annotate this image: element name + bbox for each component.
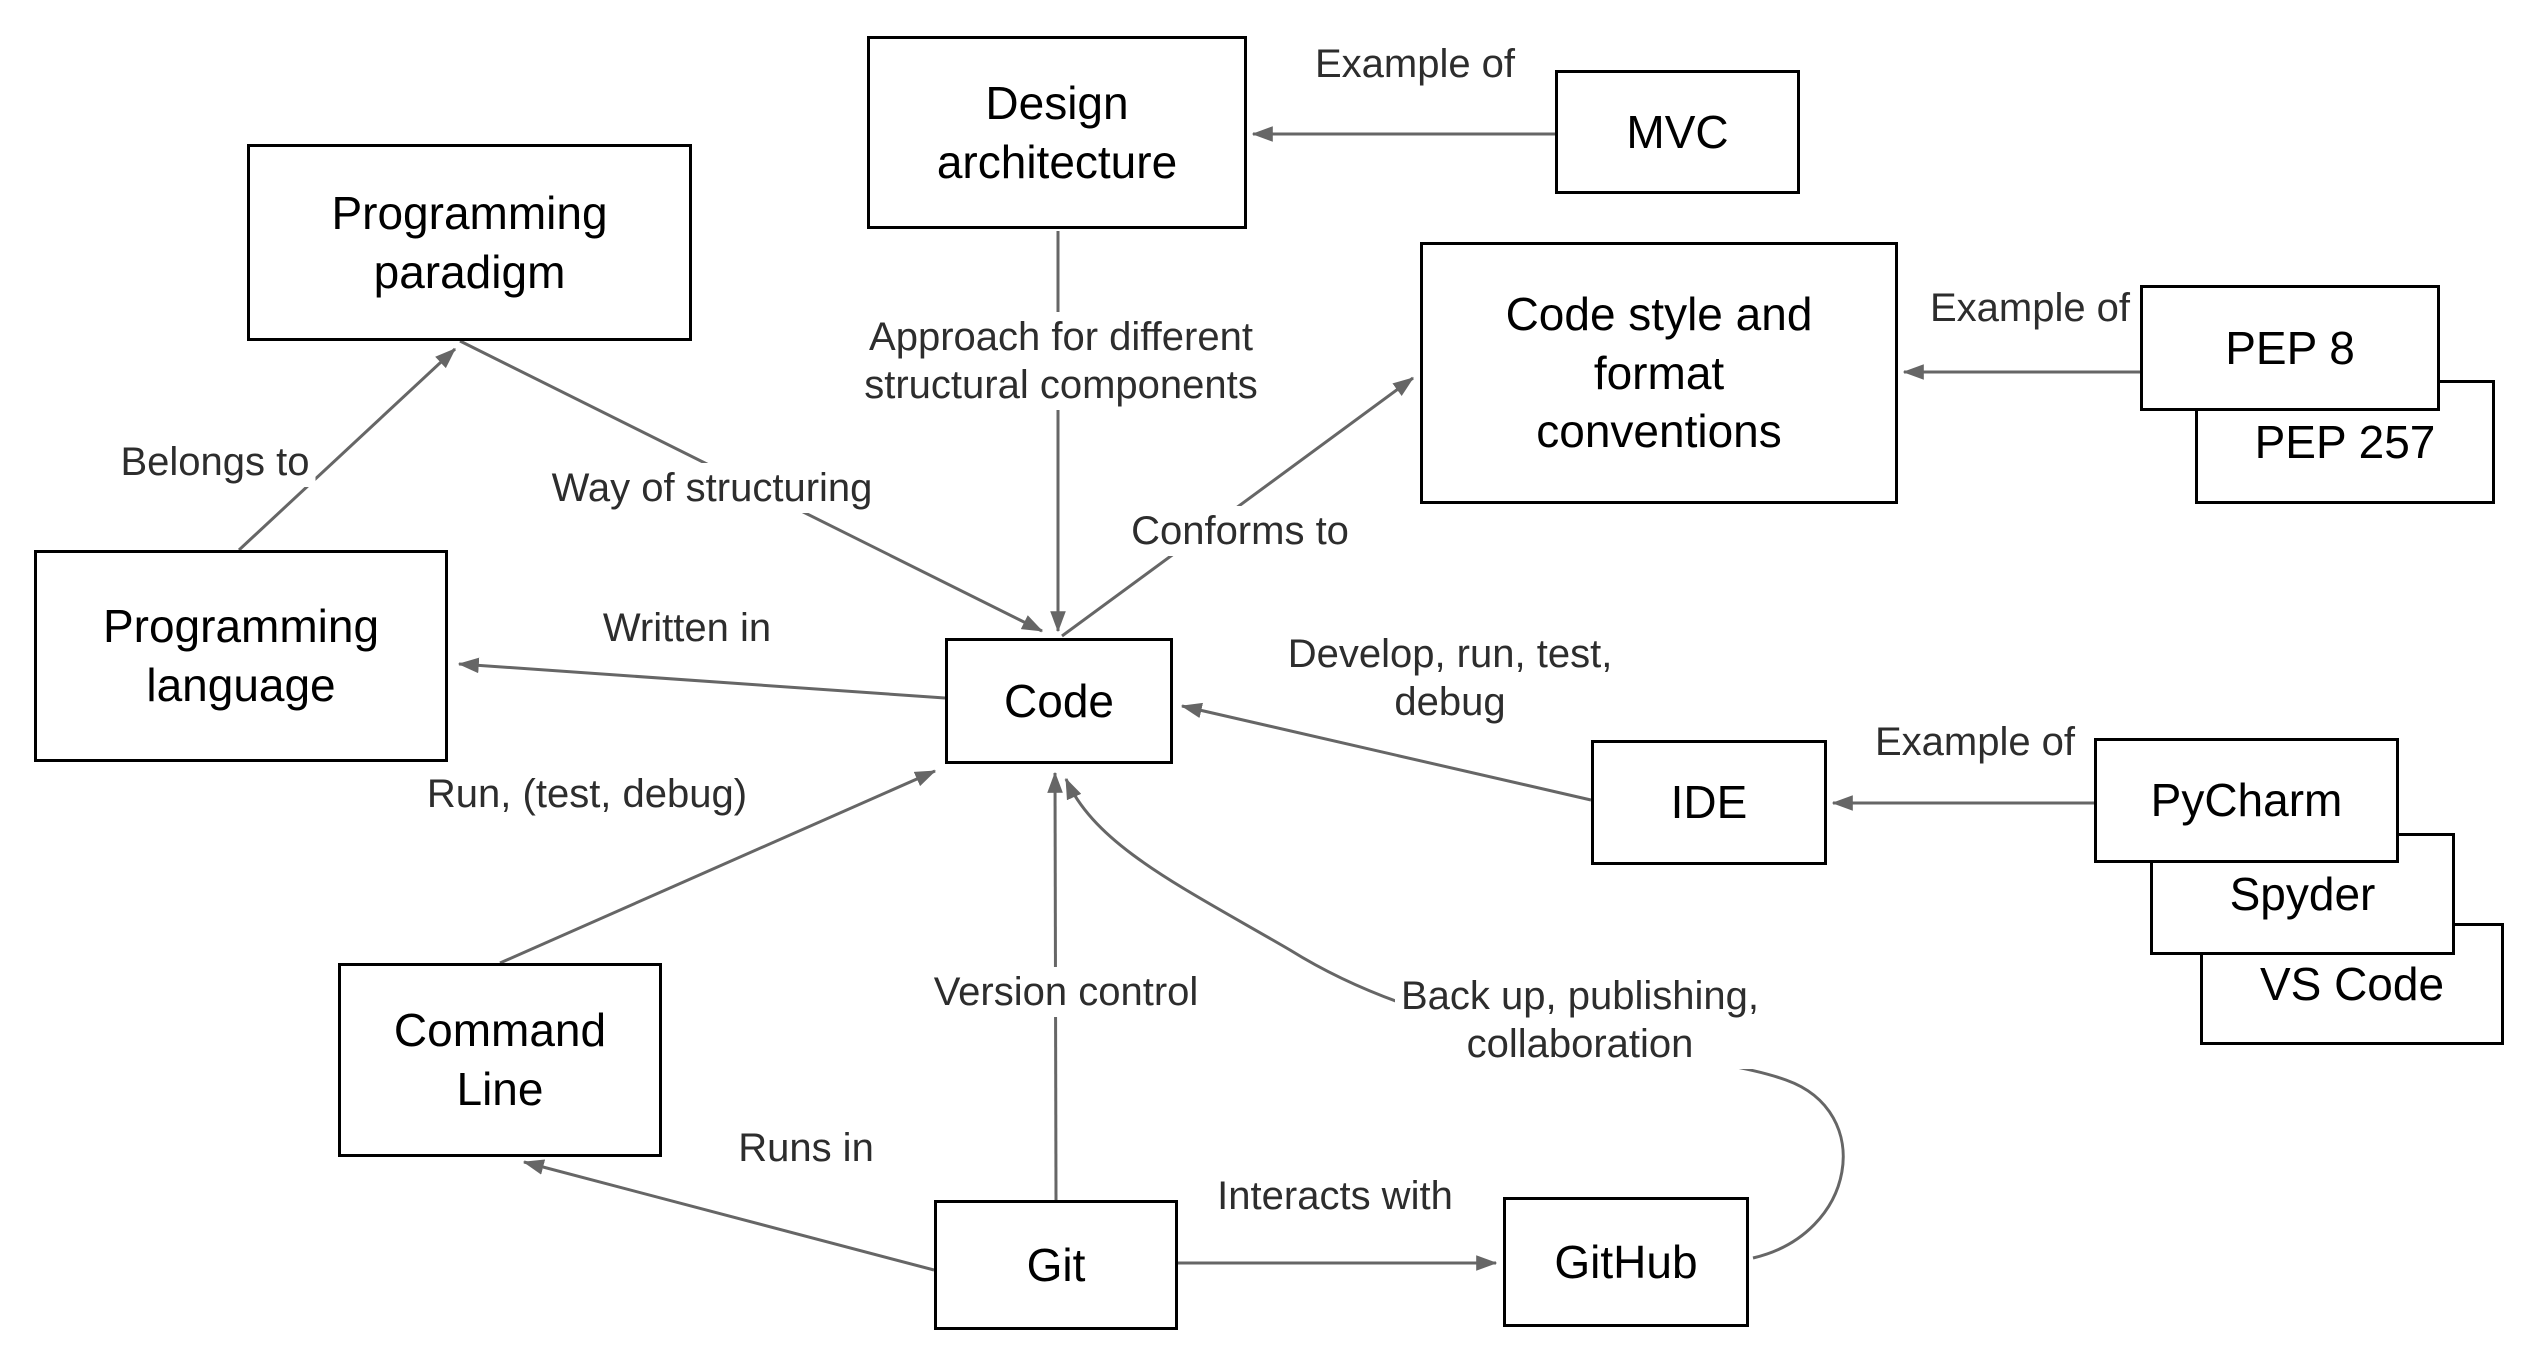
- edge-label-back-up-publishing-collaboration: Back up, publishing, collaboration: [1394, 971, 1766, 1069]
- node-programming-language[interactable]: Programming language: [34, 550, 448, 762]
- edge-label-way-of-structuring: Way of structuring: [545, 463, 879, 513]
- edge-label-approach-structural-components: Approach for different structural compon…: [858, 312, 1264, 410]
- edge-git-to-commandline: [522, 1159, 935, 1272]
- node-code-label: Code: [1004, 674, 1114, 727]
- edge-label-interacts-with: Interacts with: [1211, 1171, 1459, 1221]
- node-ide[interactable]: IDE: [1591, 740, 1827, 865]
- node-programming-language-label: Programming language: [102, 600, 380, 711]
- edge-label-belongs-to: Belongs to: [114, 437, 316, 487]
- edge-label-example-of-mvc: Example of: [1308, 39, 1522, 89]
- node-code-style-conventions[interactable]: Code style and format conventions: [1420, 242, 1898, 504]
- node-pep-8-label: PEP 8: [2225, 321, 2355, 374]
- edge-label-written-in: Written in: [596, 603, 778, 653]
- edge-label-conforms-to: Conforms to: [1125, 506, 1355, 556]
- node-command-line-label: Command Line: [393, 1004, 607, 1115]
- node-code[interactable]: Code: [945, 638, 1173, 764]
- node-git-label: Git: [1026, 1238, 1086, 1291]
- node-pycharm[interactable]: PyCharm: [2094, 738, 2399, 863]
- node-code-style-conventions-label: Code style and format conventions: [1505, 287, 1813, 458]
- node-programming-paradigm[interactable]: Programming paradigm: [247, 144, 692, 341]
- edge-label-develop-run-test-debug: Develop, run, test, debug: [1281, 629, 1619, 727]
- node-pep-257-label: PEP 257: [2254, 415, 2436, 468]
- node-mvc[interactable]: MVC: [1555, 70, 1800, 194]
- node-pep-257[interactable]: PEP 257: [2195, 380, 2495, 504]
- edge-ide-to-code: [1180, 702, 1592, 802]
- node-design-architecture-label: Design architecture: [936, 76, 1178, 188]
- node-spyder-label: Spyder: [2229, 867, 2376, 920]
- node-design-architecture[interactable]: Design architecture: [867, 36, 1247, 229]
- edge-commandline-to-code: [499, 769, 937, 965]
- edge-label-example-of-ide: Example of: [1868, 717, 2082, 767]
- node-mvc-label: MVC: [1626, 105, 1729, 158]
- edge-label-version-control: Version control: [927, 967, 1205, 1017]
- node-github-label: GitHub: [1554, 1235, 1698, 1288]
- edge-label-runs-in: Runs in: [732, 1123, 880, 1173]
- edge-code-to-language: [457, 657, 946, 700]
- edge-label-run-test-debug: Run, (test, debug): [420, 769, 754, 819]
- node-vs-code-label: VS Code: [2259, 957, 2445, 1010]
- node-ide-label: IDE: [1670, 776, 1748, 829]
- edge-language-to-paradigm: [237, 347, 457, 552]
- node-pycharm-label: PyCharm: [2150, 774, 2343, 827]
- node-git[interactable]: Git: [934, 1200, 1178, 1330]
- node-command-line[interactable]: Command Line: [338, 963, 662, 1157]
- node-github[interactable]: GitHub: [1503, 1197, 1749, 1327]
- node-pep-8[interactable]: PEP 8: [2140, 285, 2440, 411]
- edge-label-example-of-pep: Example of: [1923, 283, 2137, 333]
- node-programming-paradigm-label: Programming paradigm: [331, 186, 608, 298]
